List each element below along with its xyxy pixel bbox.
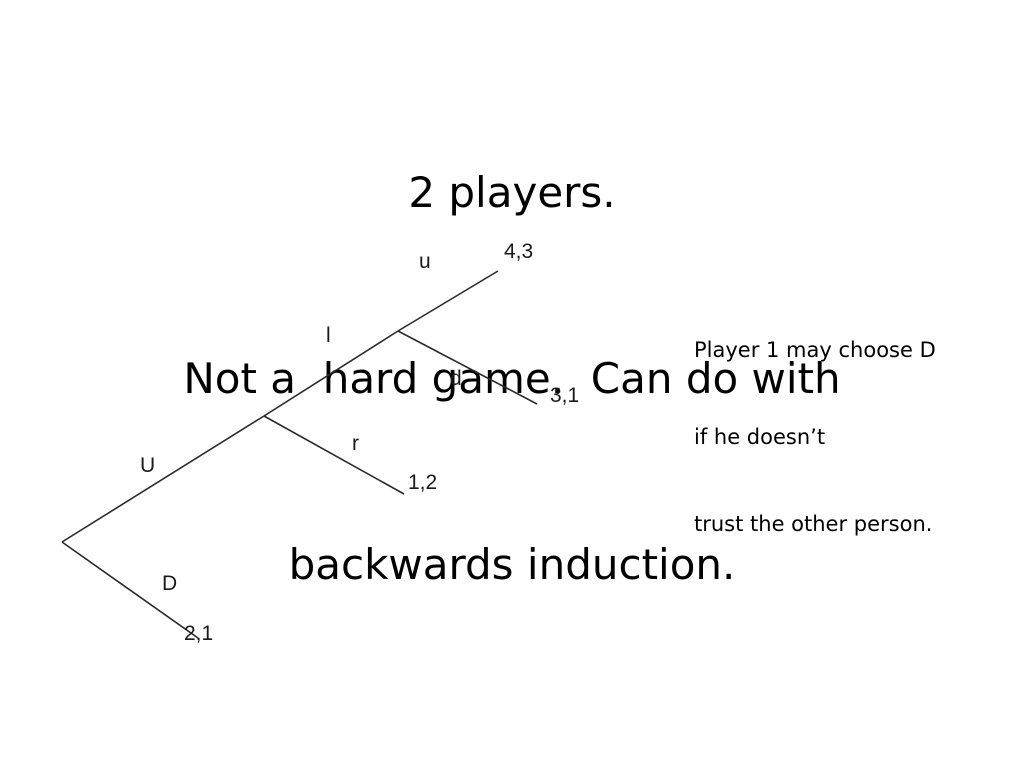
payoff-2-1: 2,1 [184, 622, 213, 645]
slide-title: 2 players. Not a hard game. Can do with … [0, 38, 1024, 658]
title-line-3: backwards induction. [288, 540, 736, 589]
edge-label-d: d [450, 367, 462, 390]
edge-D [61, 541, 199, 639]
edge-l [263, 330, 399, 417]
edge-label-l: l [326, 324, 331, 347]
title-line-2: Not a hard game. Can do with [183, 354, 841, 403]
edge-U [61, 415, 265, 543]
title-line-1: 2 players. [408, 168, 616, 217]
edge-label-u: u [419, 250, 431, 273]
edge-label-D: D [162, 572, 177, 595]
payoff-3-1: 3,1 [550, 384, 579, 407]
payoff-1-2: 1,2 [408, 471, 437, 494]
note-line-2: if he doesn’t [694, 425, 826, 449]
edge-u [397, 270, 499, 332]
note-line-3: trust the other person. [694, 512, 933, 536]
edge-label-U: U [140, 454, 155, 477]
payoff-4-3: 4,3 [504, 240, 533, 263]
edge-d [397, 330, 538, 405]
edge-r [263, 415, 405, 495]
note-line-1: Player 1 may choose D [694, 338, 936, 362]
edge-label-r: r [352, 432, 359, 455]
side-note: Player 1 may choose D if he doesn’t trus… [694, 278, 1019, 568]
